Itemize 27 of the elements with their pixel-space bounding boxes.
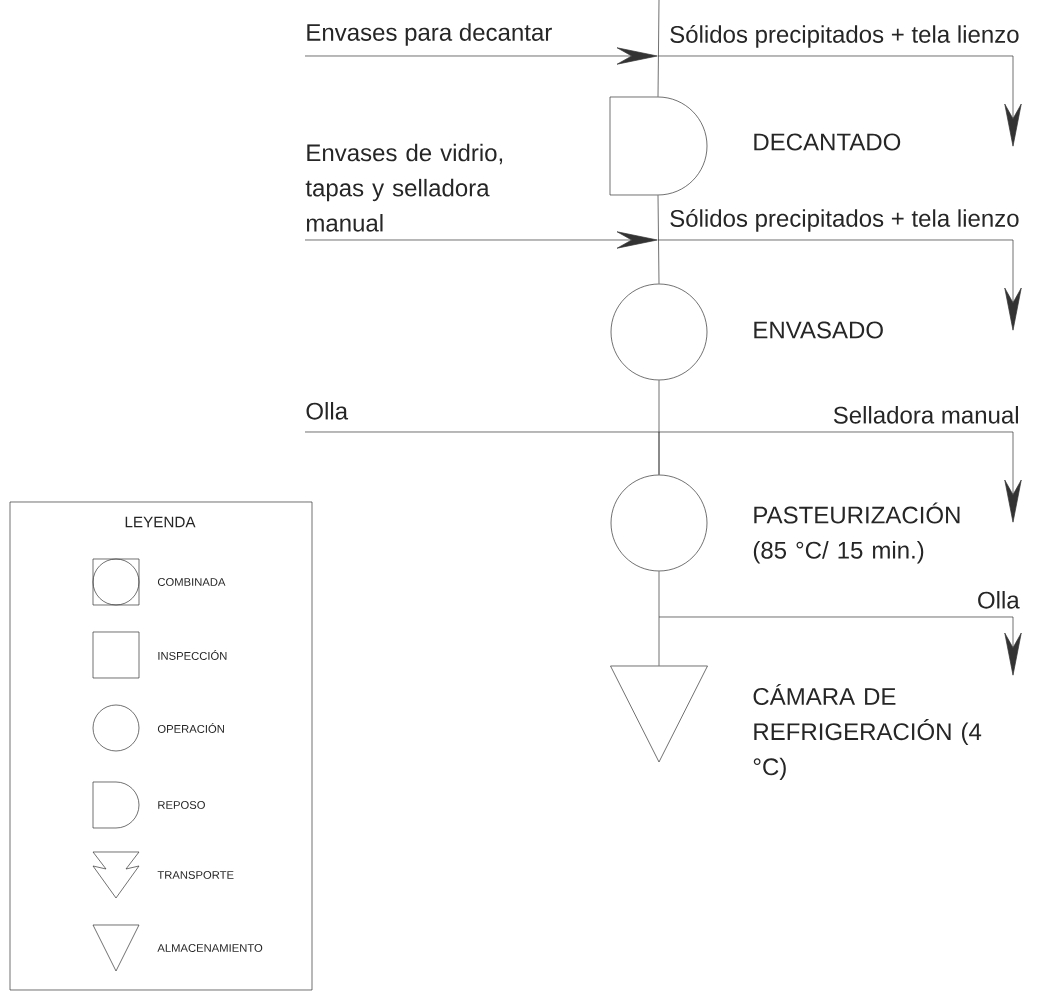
- step-label: ENVASADO: [754, 321, 883, 339]
- legend-text: OPERACIÓN: [157, 723, 224, 733]
- legend-title: LEYENDA: [125, 516, 196, 528]
- output-arrow: [657, 55, 1022, 147]
- output-arrow: [658, 616, 1022, 676]
- output-arrow: [658, 431, 1022, 523]
- legend-text: COMBINADA: [157, 578, 226, 586]
- edge-label: Sólidos precipitados + tela lienzo: [670, 25, 1019, 48]
- input-label: Envases de vidrio, tapas y selladora manual: [305, 143, 503, 232]
- input-label: Olla: [306, 402, 349, 420]
- legend-text: TRANSPORTE: [157, 871, 234, 879]
- legend-text: ALMACENAMIENTO: [157, 944, 263, 952]
- step-label: DECANTADO: [754, 133, 901, 151]
- input-arrow: [304, 231, 658, 249]
- legend-text: REPOSO: [158, 801, 205, 809]
- flow-line: [657, 0, 660, 97]
- edge-label: Selladora manual: [833, 406, 1018, 424]
- output-arrow: [657, 239, 1022, 331]
- edge-label: Olla: [978, 591, 1020, 609]
- step-label: PASTEURIZACIÓN (85 °C/ 15 min.): [753, 502, 960, 564]
- legend-text: INSPECCIÓN: [158, 650, 227, 660]
- input-arrow: [304, 47, 658, 65]
- step-label: CÁMARA DE REFRIGERACIÓN (4 °C): [753, 683, 982, 781]
- input-label: Envases para decantar: [307, 23, 552, 46]
- flow-line: [657, 195, 660, 284]
- flow-line: [658, 571, 660, 666]
- edge-label: Sólidos precipitados + tela lienzo: [670, 209, 1019, 232]
